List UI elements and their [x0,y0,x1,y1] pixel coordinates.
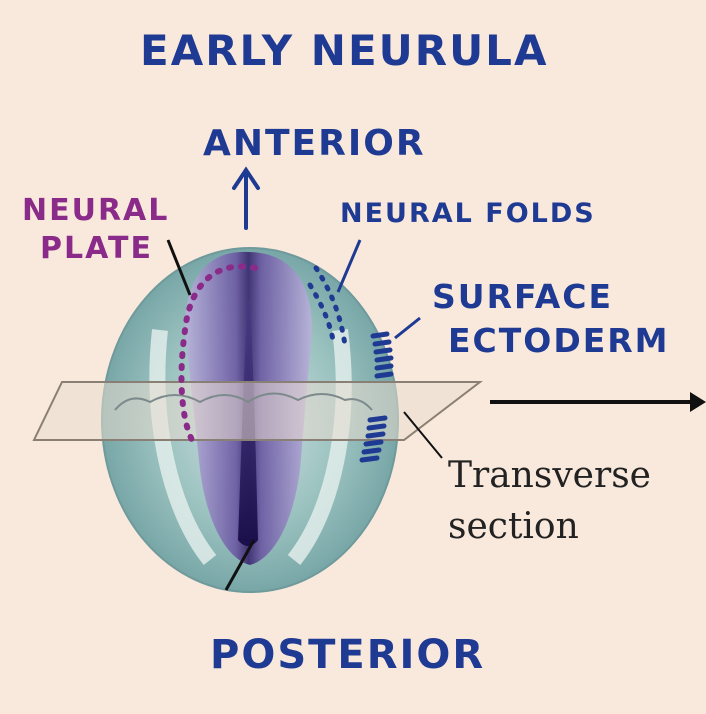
transverse-label-line1: Transverse [448,455,651,496]
neural-plate-label-line2: PLATE [40,231,153,266]
neural-folds-leader [336,239,362,293]
surface-ectoderm-label-line2: ECTODERM [448,321,670,360]
transverse-leader [403,411,443,459]
neural-folds-label: NEURAL FOLDS [340,198,596,229]
neural-plate-dotted-outline [178,263,258,443]
transverse-label-line2: section [448,506,579,547]
right-arrow [490,392,706,412]
anterior-label: ANTERIOR [203,123,426,164]
anterior-arrow [232,166,260,230]
neural-plate-label-line1: NEURAL [22,193,169,228]
posterior-label: POSTERIOR [210,632,485,678]
title: EARLY NEURULA [140,26,548,75]
surface-ectoderm-label-line1: SURFACE [432,277,613,316]
transverse-plane [32,381,483,441]
posterior-leader [224,539,256,591]
surface-ectoderm-leader [394,316,421,340]
surface-ectoderm-hatching [359,331,394,463]
neural-plate-leader [166,239,192,296]
